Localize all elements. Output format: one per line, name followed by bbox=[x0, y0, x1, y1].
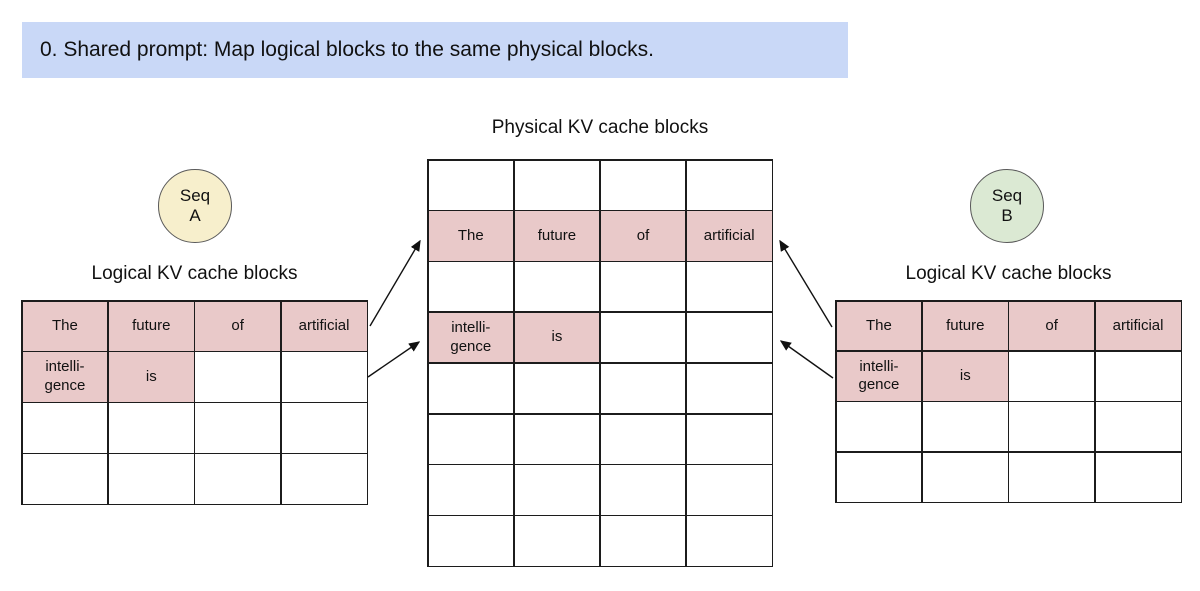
physical-table-cell-r3c1: is bbox=[514, 312, 600, 363]
physical-table-title: Physical KV cache blocks bbox=[491, 117, 709, 138]
physical-table-cell-r2c1 bbox=[514, 262, 600, 312]
logical-a-table-cell-r1c3 bbox=[281, 352, 367, 402]
physical-table-cell-r6c3 bbox=[686, 465, 772, 515]
physical-table-cell-r7c2 bbox=[600, 516, 686, 566]
logical-a-table-cell-r3c1 bbox=[108, 454, 194, 504]
logical-b-table-cell-r3c1 bbox=[922, 452, 1008, 502]
seq-b-badge: Seq B bbox=[970, 169, 1044, 243]
physical-table-cell-r3c2 bbox=[600, 312, 686, 363]
logical-b-table-cell-r2c2 bbox=[1009, 402, 1095, 452]
logical-a-table-cell-r2c1 bbox=[108, 403, 194, 453]
physical-table-cell-r1c0: The bbox=[428, 211, 514, 261]
logical-a-table-cell-r1c1: is bbox=[108, 352, 194, 402]
logical-b-table-cell-r1c0: intelli- gence bbox=[836, 351, 922, 401]
logical-a-table-cell-r2c2 bbox=[195, 403, 281, 453]
arrow-seqa-block1-to-physical bbox=[367, 341, 421, 378]
logical-b-table-cell-r0c0: The bbox=[836, 301, 922, 351]
physical-table-cell-r5c2 bbox=[600, 414, 686, 464]
logical-b-table-title: Logical KV cache blocks bbox=[905, 263, 1112, 284]
physical-table-cell-r0c0 bbox=[428, 160, 514, 210]
logical-a-table-cell-r3c2 bbox=[195, 454, 281, 504]
logical-b-table-cell-r0c1: future bbox=[922, 301, 1008, 351]
physical-table-cell-r3c3 bbox=[686, 312, 772, 363]
seq-a-label-line1: Seq bbox=[179, 185, 211, 205]
seq-a-badge: Seq A bbox=[158, 169, 232, 243]
logical-b-table-cell-r1c1: is bbox=[922, 351, 1008, 401]
physical-table-cell-r0c3 bbox=[686, 160, 772, 210]
logical-a-table-cell-r0c3: artificial bbox=[281, 301, 367, 351]
logical-b-table-cell-r2c3 bbox=[1095, 402, 1181, 452]
logical-a-table-cell-r1c0: intelli- gence bbox=[22, 352, 108, 402]
logical-b-table-cell-r3c2 bbox=[1009, 452, 1095, 502]
logical-a-table-cell-r1c2 bbox=[195, 352, 281, 402]
physical-table-cell-r5c3 bbox=[686, 414, 772, 464]
logical-b-table-cell-r0c3: artificial bbox=[1095, 301, 1181, 351]
seq-a-label-line2: A bbox=[189, 206, 201, 225]
logical-a-table-cell-r3c0 bbox=[22, 454, 108, 504]
physical-table-cell-r7c3 bbox=[686, 516, 772, 566]
logical-a-table-cell-r2c0 bbox=[22, 403, 108, 453]
logical-b-table-cell-r1c3 bbox=[1095, 351, 1181, 401]
physical-table-cell-r6c0 bbox=[428, 465, 514, 515]
physical-table-cell-r5c1 bbox=[514, 414, 600, 464]
physical-table-cell-r4c0 bbox=[428, 363, 514, 414]
logical-b-table-cell-r2c0 bbox=[836, 402, 922, 452]
seq-b-label-line2: B bbox=[1001, 206, 1013, 225]
physical-table-cell-r2c2 bbox=[600, 262, 686, 312]
logical-b-table-cell-r3c3 bbox=[1095, 452, 1181, 502]
seq-b-label-line1: Seq bbox=[991, 185, 1023, 205]
title-banner-text: 0. Shared prompt: Map logical blocks to … bbox=[40, 38, 654, 61]
physical-table-cell-r1c2: of bbox=[600, 211, 686, 261]
title-banner: 0. Shared prompt: Map logical blocks to … bbox=[22, 22, 848, 78]
logical-b-table-cell-r1c2 bbox=[1009, 351, 1095, 401]
physical-table-cell-r7c1 bbox=[514, 516, 600, 566]
logical-b-table-cell-r0c2: of bbox=[1009, 301, 1095, 351]
physical-table-cell-r1c1: future bbox=[514, 211, 600, 261]
physical-table-cell-r0c2 bbox=[600, 160, 686, 210]
physical-table-cell-r4c1 bbox=[514, 363, 600, 414]
logical-a-table-cell-r0c2: of bbox=[195, 301, 281, 351]
logical-b-table-cell-r2c1 bbox=[922, 402, 1008, 452]
physical-table-cell-r4c2 bbox=[600, 363, 686, 414]
logical-a-table-cell-r0c0: The bbox=[22, 301, 108, 351]
physical-table-cell-r3c0: intelli- gence bbox=[428, 312, 514, 363]
physical-table-cell-r0c1 bbox=[514, 160, 600, 210]
physical-table-cell-r7c0 bbox=[428, 516, 514, 566]
physical-table-cell-r4c3 bbox=[686, 363, 772, 414]
arrow-seqa-block0-to-physical bbox=[369, 239, 421, 327]
arrow-seqb-block1-to-physical bbox=[779, 340, 834, 379]
logical-a-table-cell-r3c3 bbox=[281, 454, 367, 504]
logical-a-table-title: Logical KV cache blocks bbox=[91, 263, 298, 284]
logical-b-table-cell-r3c0 bbox=[836, 452, 922, 502]
physical-table-cell-r5c0 bbox=[428, 414, 514, 464]
logical-a-table-cell-r2c3 bbox=[281, 403, 367, 453]
physical-table-cell-r2c3 bbox=[686, 262, 772, 312]
arrow-seqb-block0-to-physical bbox=[779, 239, 833, 328]
physical-table-cell-r1c3: artificial bbox=[686, 211, 772, 261]
physical-table-cell-r6c1 bbox=[514, 465, 600, 515]
physical-table-cell-r6c2 bbox=[600, 465, 686, 515]
physical-table-cell-r2c0 bbox=[428, 262, 514, 312]
logical-a-table-cell-r0c1: future bbox=[108, 301, 194, 351]
